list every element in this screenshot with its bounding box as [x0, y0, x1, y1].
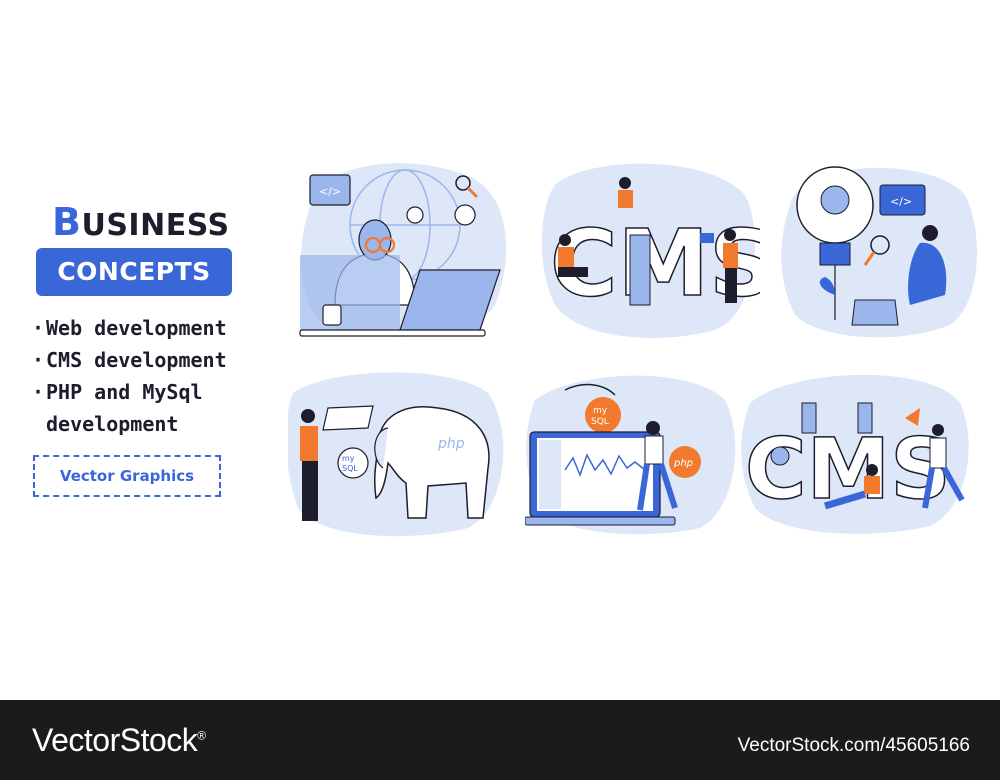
web-development-illustration: </> [299, 163, 507, 337]
cms-illustration: CMS [541, 163, 760, 338]
mysql-label-bottom: SQL [342, 464, 358, 473]
php-coin-label: php [673, 458, 693, 469]
mysql-coin-top: my [593, 406, 608, 416]
list-item: development [46, 412, 179, 436]
vector-graphics-tag: Vector Graphics [33, 455, 221, 497]
subtitle-badge: CONCEPTS [36, 248, 232, 296]
list-item: CMS development [30, 344, 227, 376]
page-title: BUSINESS [52, 200, 230, 244]
feature-list: Web development CMS development PHP and … [30, 312, 227, 440]
registered-mark: ® [197, 728, 206, 743]
watermark-logo: VectorStock® [32, 722, 206, 759]
list-item: Web development [30, 312, 227, 344]
idea-illustration: </> [781, 166, 977, 338]
title-rest: USINESS [81, 208, 230, 243]
code-tag-text: </> [890, 195, 912, 208]
code-tag-text: </> [319, 185, 341, 198]
cms-letters: CMS [550, 210, 760, 317]
title-first-letter: B [52, 200, 82, 244]
cms-letters: CMS [745, 420, 951, 518]
watermark-logo-text: VectorStock [32, 722, 198, 758]
mysql-label-top: my [342, 454, 355, 463]
watermark-bar [0, 700, 1000, 780]
php-label: php [437, 436, 465, 452]
list-item: PHP and MySql [30, 376, 227, 408]
mysql-dashboard-illustration: my SQL php [525, 375, 736, 535]
php-elephant-illustration: my SQL php [288, 372, 504, 537]
mysql-coin-bottom: SQL [591, 417, 609, 427]
cms-team-illustration: CMS [741, 374, 969, 534]
watermark-url: VectorStock.com/45605166 [737, 735, 970, 756]
